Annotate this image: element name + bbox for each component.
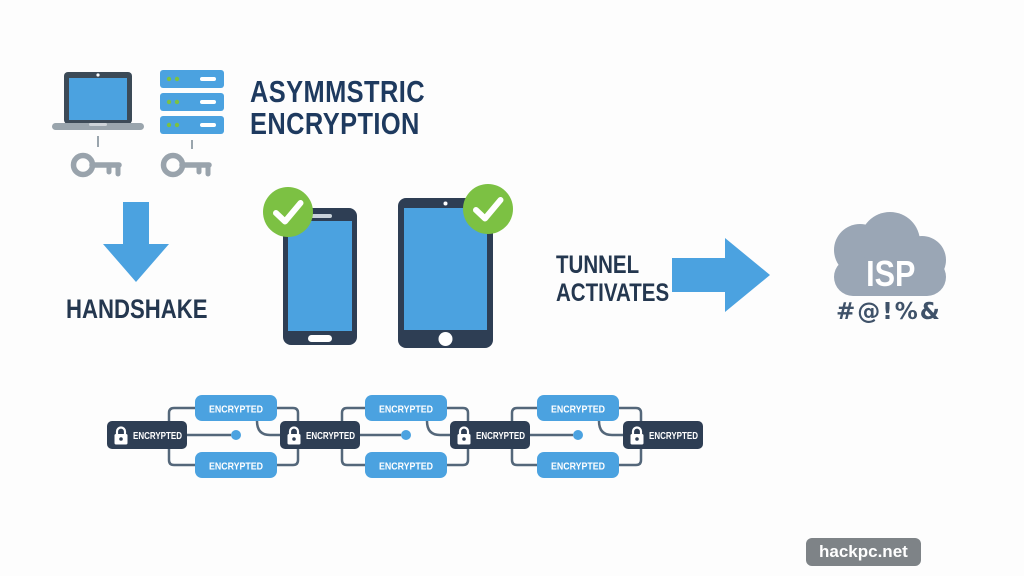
chain-connector-lines <box>167 406 643 467</box>
encrypted-label: ENCRYPTED <box>649 430 698 442</box>
chain-node-dot <box>401 430 411 440</box>
encrypted-label: ENCRYPTED <box>306 430 355 442</box>
encrypted-dark-block: ENCRYPTED <box>450 421 530 449</box>
tunnel-activates-label: TUNNEL ACTIVATES <box>556 251 669 307</box>
encrypted-label: ENCRYPTED <box>133 430 182 442</box>
encrypted-label: ENCRYPTED <box>551 461 605 473</box>
laptop-icon <box>52 72 144 130</box>
chain-node-dot <box>573 430 583 440</box>
server-icon <box>160 70 224 134</box>
chain-dark-blocks: ENCRYPTED ENCRYPTED ENCRYPTED <box>107 421 703 449</box>
chain-node-dot <box>231 430 241 440</box>
encrypted-label: ENCRYPTED <box>209 404 263 416</box>
lock-icon <box>114 426 128 445</box>
encrypted-dark-block: ENCRYPTED <box>623 421 703 449</box>
cloud-icon: ISP <box>834 212 946 296</box>
check-circle-icon <box>463 184 513 234</box>
encrypted-label: ENCRYPTED <box>379 461 433 473</box>
title-line-1: ASYMMSTRIC <box>250 74 425 109</box>
right-arrow-icon <box>672 238 770 312</box>
tunnel-line-2: ACTIVATES <box>556 279 670 307</box>
encrypted-label: ENCRYPTED <box>379 404 433 416</box>
tunnel-line-1: TUNNEL <box>556 251 640 279</box>
server-key-connector <box>191 140 193 149</box>
lock-icon <box>457 426 471 445</box>
encrypted-label: ENCRYPTED <box>551 404 605 416</box>
watermark-badge: hackpc.net <box>806 538 921 566</box>
scrambled-isp-view-text: #@!%& <box>836 299 942 325</box>
title-line-2: ENCRYPTION <box>250 106 420 141</box>
handshake-label: HANDSHAKE <box>66 294 208 324</box>
chain-blue-blocks: ENCRYPTED ENCRYPTED ENCRYPTED ENCRYPTED … <box>195 395 619 478</box>
isp-label: ISP <box>866 255 915 295</box>
lock-icon <box>287 426 301 445</box>
laptop-key-connector <box>97 136 99 147</box>
lock-icon <box>630 426 644 445</box>
encrypted-label: ENCRYPTED <box>476 430 525 442</box>
check-circle-icon <box>263 187 313 237</box>
encrypted-chain-diagram: ENCRYPTED ENCRYPTED ENCRYPTED ENCRYPTED … <box>107 395 703 478</box>
page-title: ASYMMSTRIC ENCRYPTION <box>250 76 425 140</box>
encrypted-label: ENCRYPTED <box>209 461 263 473</box>
key-icon <box>160 152 212 178</box>
encrypted-dark-block: ENCRYPTED <box>107 421 187 449</box>
down-arrow-icon <box>103 202 169 282</box>
smartphone-icon <box>283 208 357 345</box>
encrypted-dark-block: ENCRYPTED <box>280 421 360 449</box>
key-icon <box>70 152 122 178</box>
